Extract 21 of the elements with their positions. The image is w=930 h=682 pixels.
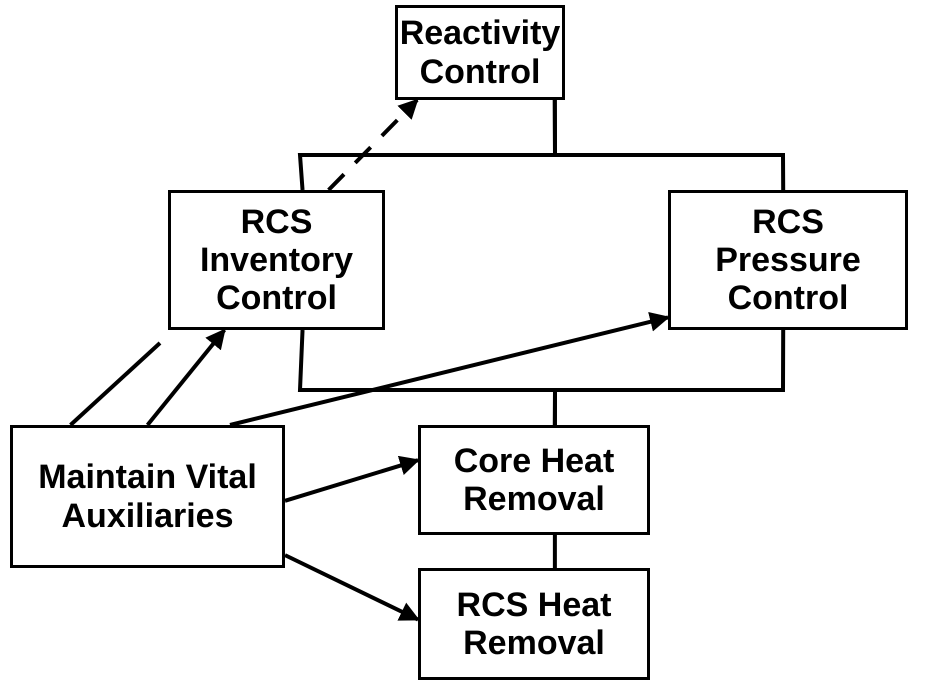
arrow [284, 456, 420, 503]
arrow [284, 553, 420, 622]
process-box [418, 568, 650, 680]
process-box [668, 190, 908, 330]
process-box [418, 425, 650, 535]
box-label: Core Heat Removal [452, 442, 616, 518]
box-label: RCS Inventory Control [198, 202, 354, 318]
connector-line [552, 100, 786, 190]
arrow [230, 312, 670, 427]
process-box [395, 5, 565, 100]
box-label: RCS Heat Removal [456, 586, 612, 662]
box-label: Maintain Vital Auxiliaries [37, 458, 258, 535]
connector-line [69, 342, 162, 426]
process-box [10, 425, 285, 568]
connector-line [552, 330, 786, 425]
box-label: RCS Pressure Control [714, 202, 862, 318]
box-label: Reactivity Control [398, 14, 562, 91]
connector-line [552, 535, 557, 568]
arrow [146, 328, 226, 426]
arrow [327, 98, 419, 192]
process-box [168, 190, 385, 330]
